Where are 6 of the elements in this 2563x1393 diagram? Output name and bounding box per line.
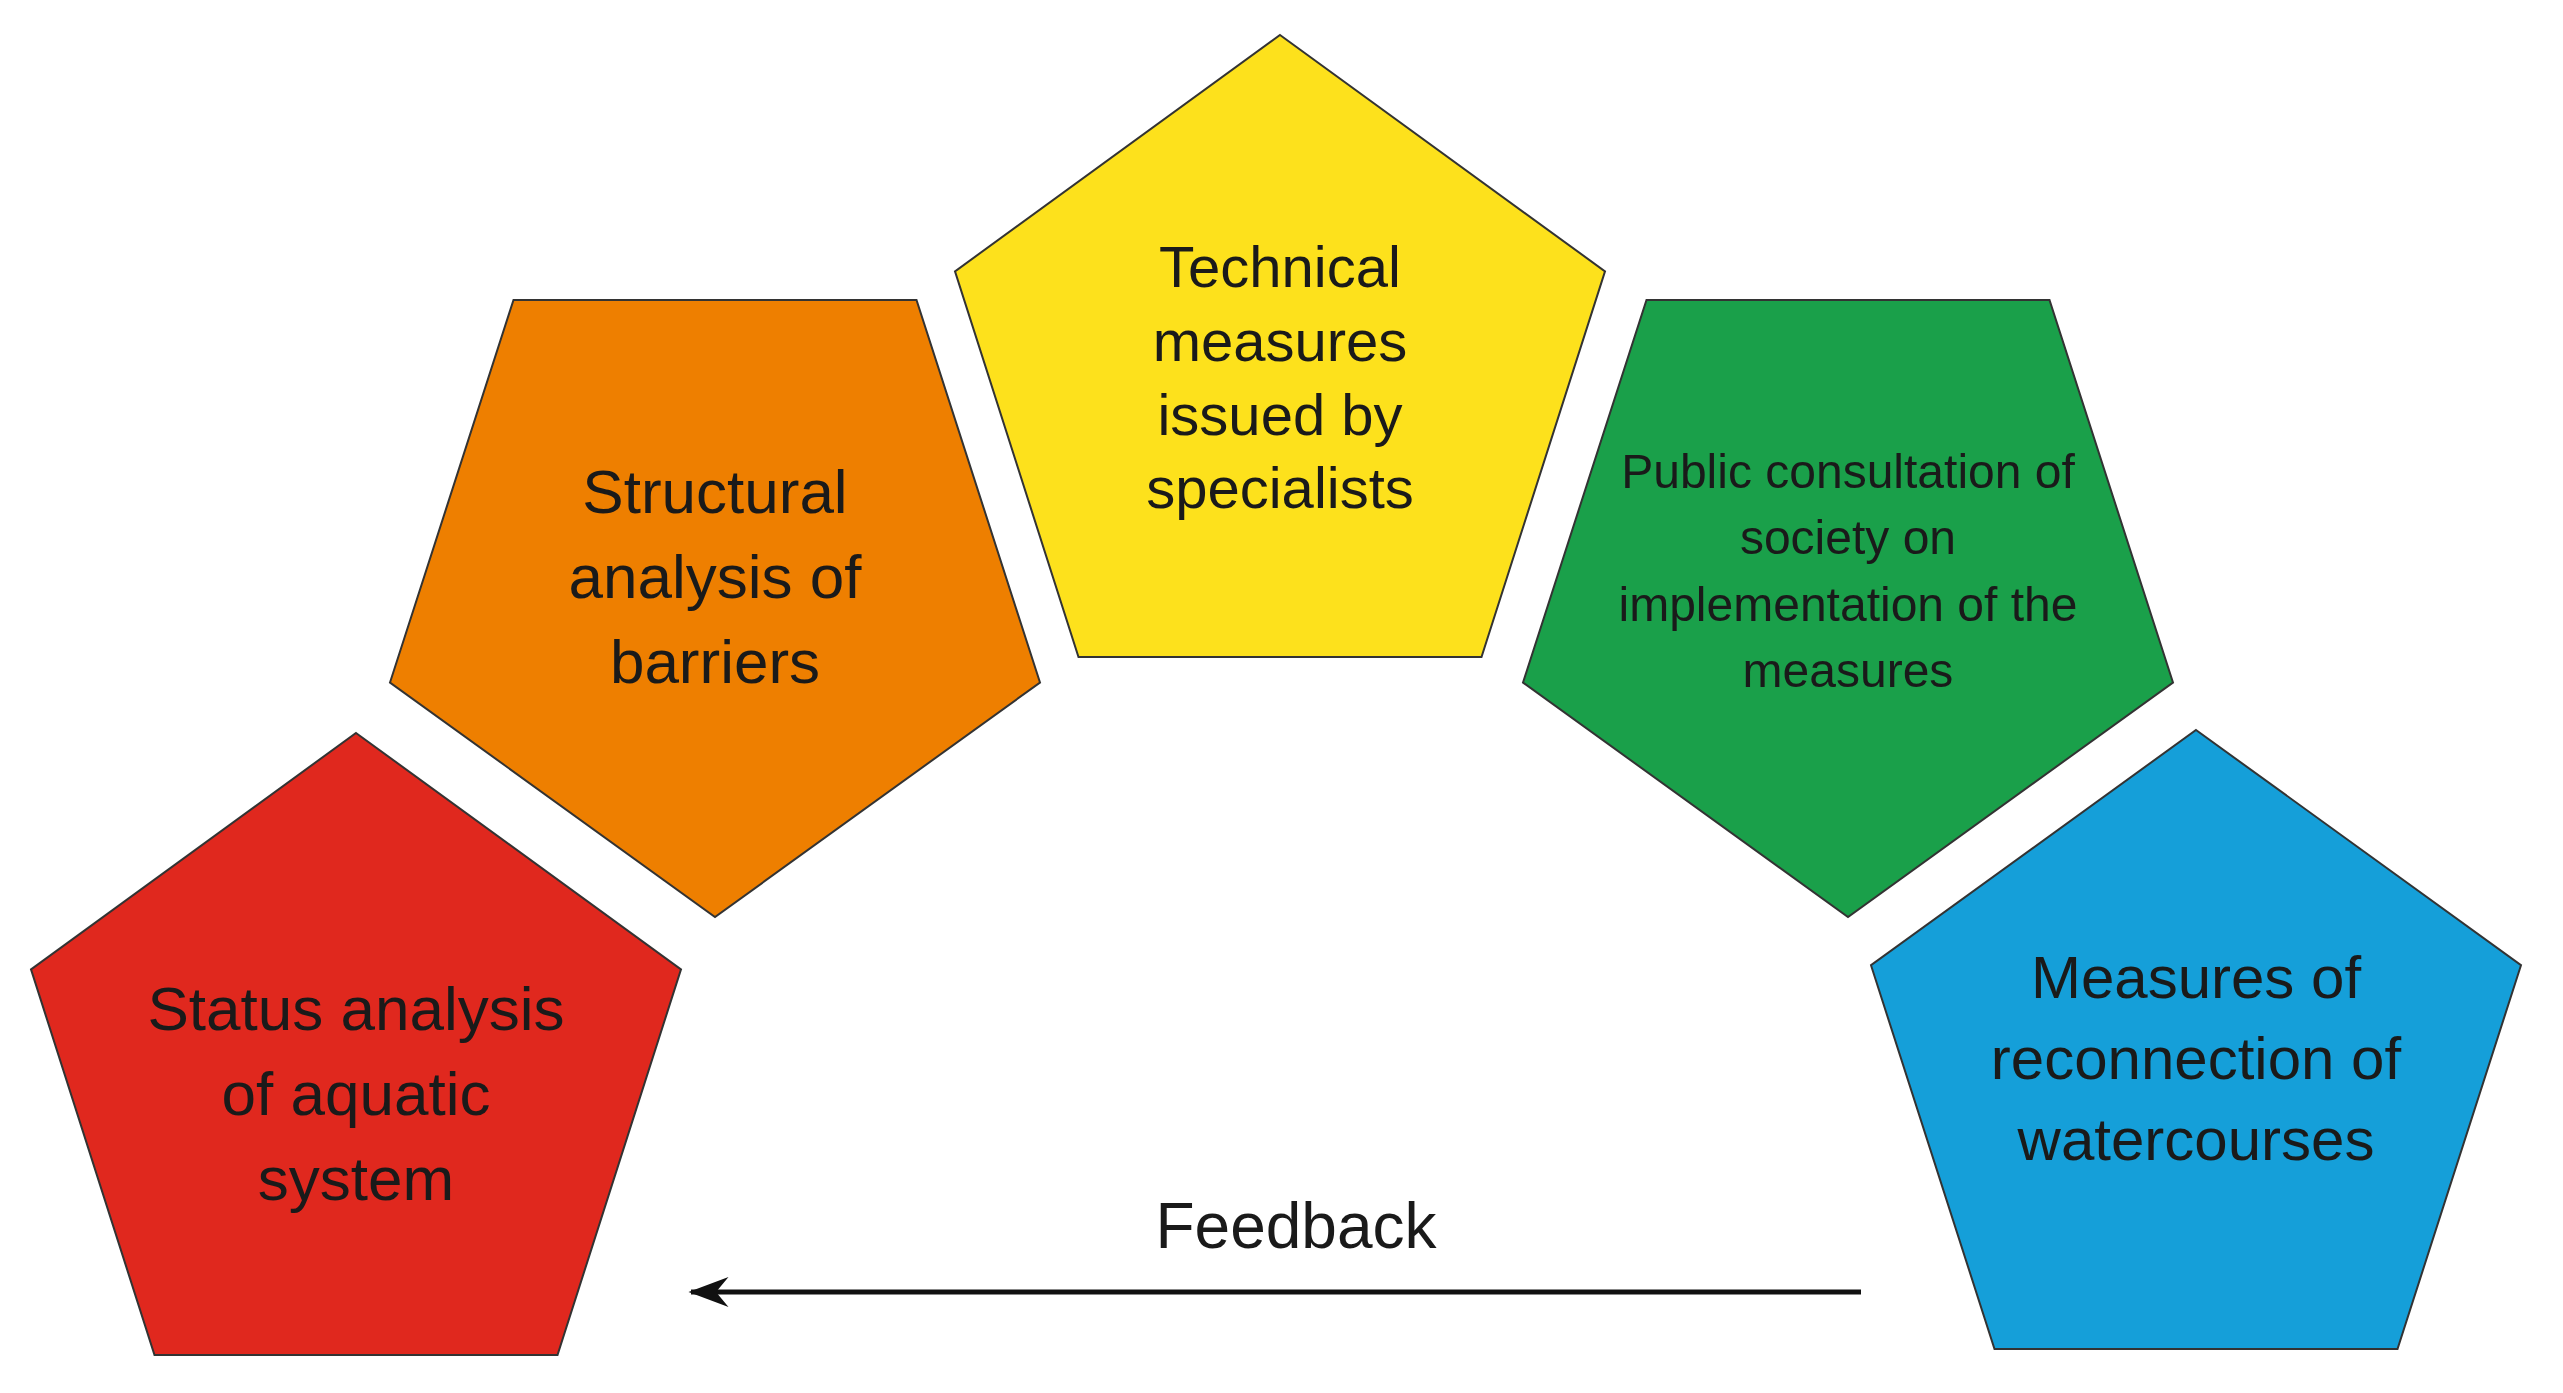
- node-label: Measures of reconnection of watercourses: [1989, 942, 2403, 1175]
- node-label: Technical measures issued by specialists: [1145, 233, 1415, 522]
- arrow: [688, 1277, 1861, 1307]
- node-label: Structural analysis of barriers: [567, 456, 863, 698]
- node-label: Public consultation of society on implementation of the measures: [1617, 443, 2079, 699]
- node-label: Status analysis of aquatic system: [146, 972, 566, 1215]
